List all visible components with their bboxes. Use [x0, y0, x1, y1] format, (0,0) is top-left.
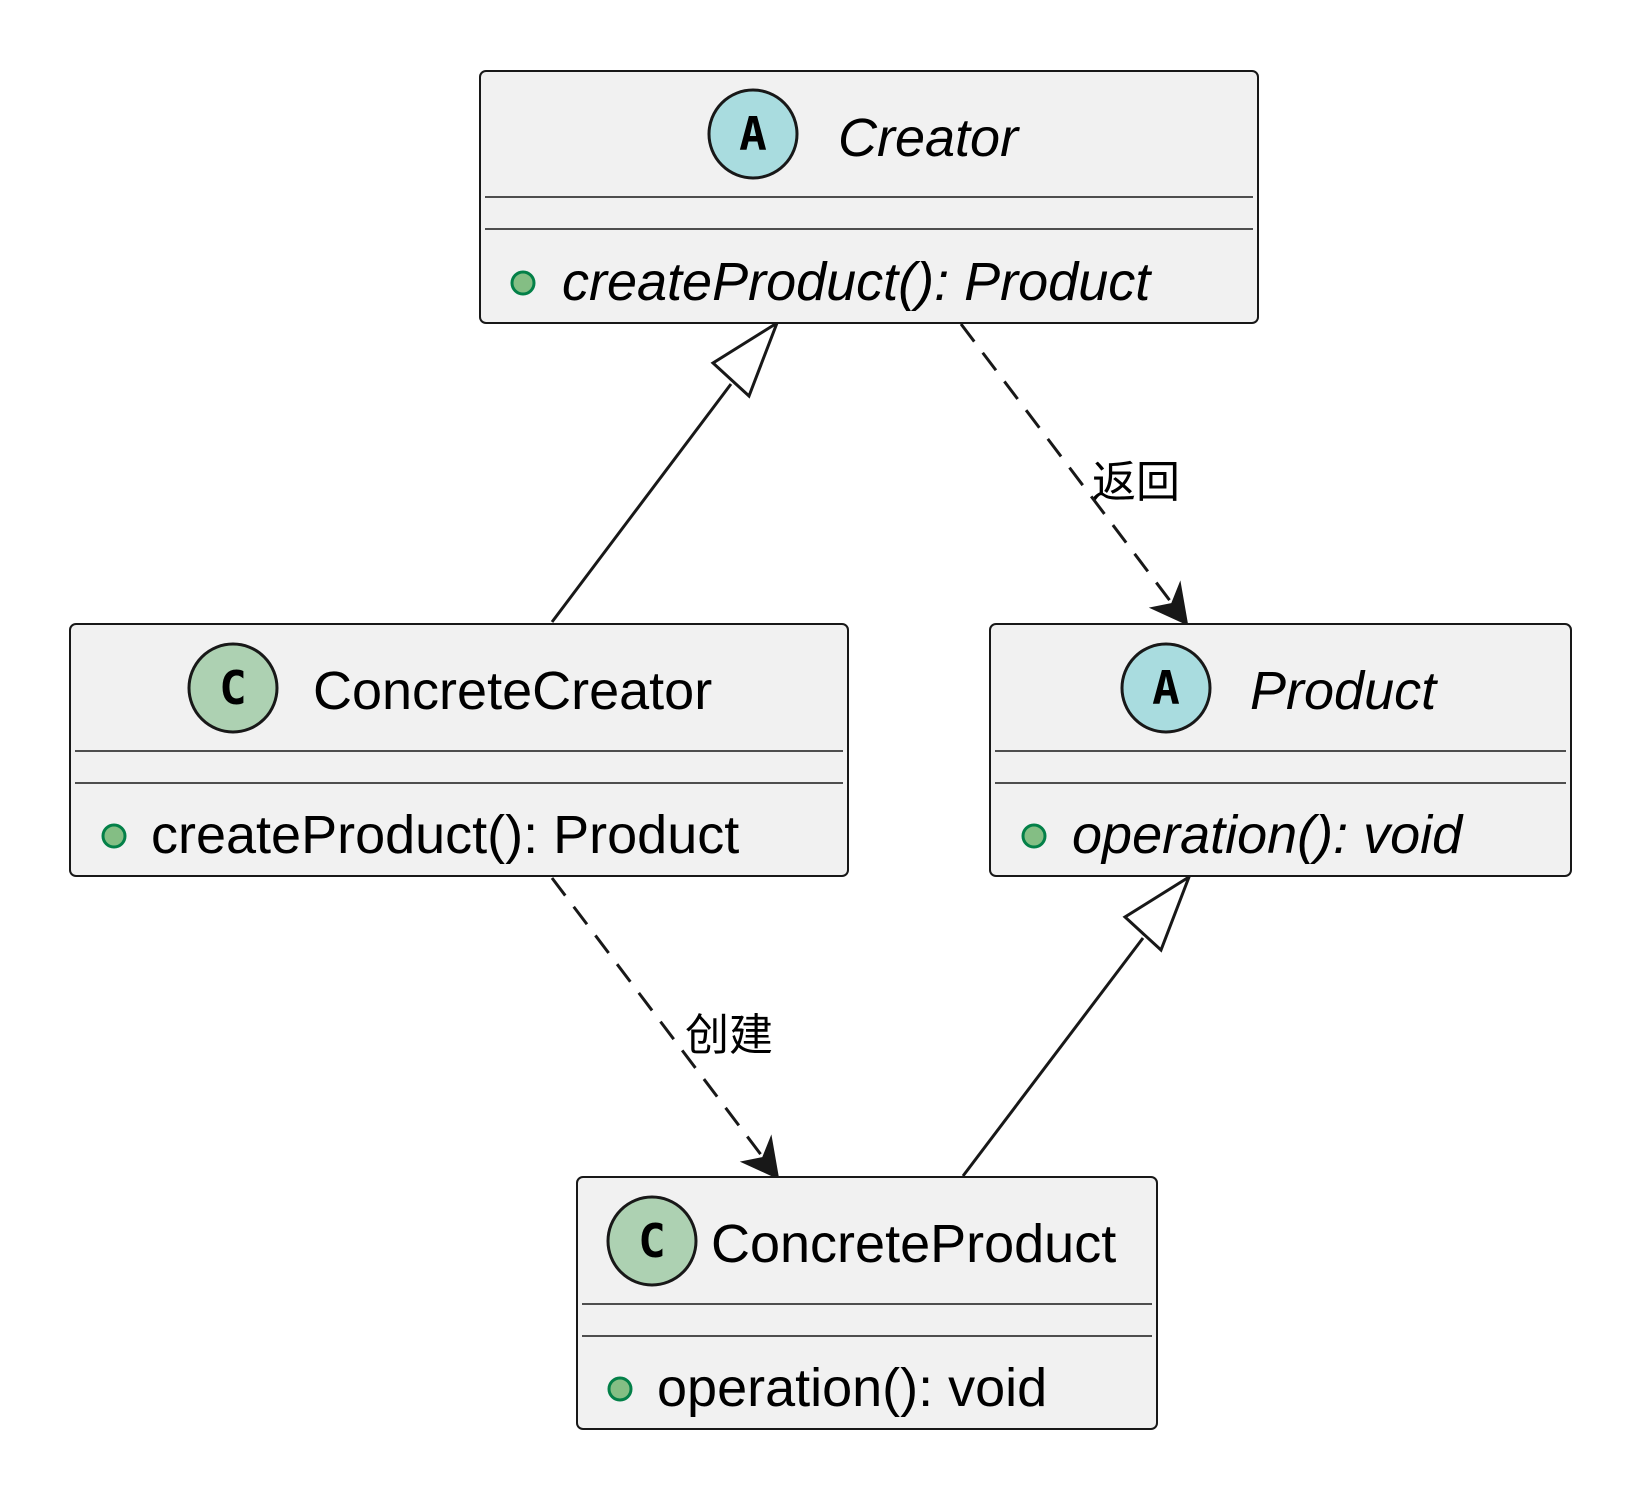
method-operation: operation(): void	[657, 1358, 1047, 1418]
class-creator[interactable]: A Creator createProduct(): Product	[479, 70, 1259, 324]
class-badge-icon	[606, 1195, 698, 1287]
class-concrete-creator[interactable]: C ConcreteCreator createProduct(): Produ…	[69, 623, 849, 877]
dependency-edge-creator-product	[959, 323, 1176, 607]
label-return: 返回	[1092, 457, 1180, 508]
method-create-product: createProduct(): Product	[562, 252, 1152, 312]
badge-letter: C	[219, 661, 247, 715]
inheritance-triangle-creator	[710, 319, 781, 399]
edges: 返回 创建	[550, 319, 1193, 1180]
class-box	[576, 1176, 1158, 1430]
dependency-arrowhead-product	[1148, 580, 1189, 626]
class-product[interactable]: A Product operation(): void	[989, 623, 1572, 877]
public-visibility-icon	[101, 823, 127, 849]
class-name: ConcreteProduct	[711, 1214, 1116, 1274]
public-visibility-icon	[607, 1376, 633, 1402]
class-name: ConcreteCreator	[313, 661, 712, 721]
inheritance-edge-concreteproduct-product	[961, 937, 1145, 1177]
method-operation: operation(): void	[1072, 805, 1464, 865]
inheritance-edge-concretecreator-creator	[550, 383, 733, 623]
dependency-arrowhead-concreteproduct	[739, 1134, 780, 1180]
method-create-product: createProduct(): Product	[151, 805, 739, 865]
abstract-badge-icon	[1120, 642, 1212, 734]
abstract-badge-icon	[707, 88, 799, 180]
class-concrete-product[interactable]: C ConcreteProduct operation(): void	[576, 1176, 1158, 1430]
public-visibility-icon	[510, 270, 536, 296]
class-name: Product	[1250, 661, 1438, 721]
inheritance-triangle-product	[1122, 873, 1193, 953]
dependency-edge-concretecreator-concreteproduct	[550, 877, 767, 1161]
class-badge-icon	[187, 642, 279, 734]
class-name: Creator	[838, 108, 1020, 168]
badge-letter: C	[638, 1214, 666, 1268]
label-create: 创建	[685, 1010, 773, 1061]
badge-letter: A	[1152, 661, 1180, 715]
public-visibility-icon	[1021, 823, 1047, 849]
badge-letter: A	[739, 107, 767, 161]
